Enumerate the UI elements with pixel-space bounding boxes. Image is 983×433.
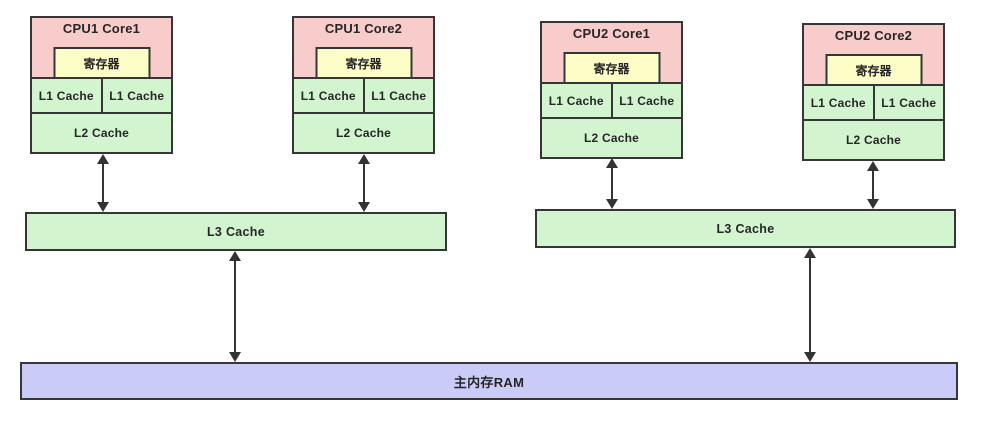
- core-block-cpu2-core1: CPU2 Core1 寄存器 L1 Cache L1 Cache L2 Cach…: [540, 21, 683, 159]
- core-header: CPU1 Core1 寄存器: [32, 18, 171, 79]
- core-block-cpu1-core1: CPU1 Core1 寄存器 L1 Cache L1 Cache L2 Cach…: [30, 16, 173, 154]
- core-title: CPU1 Core2: [324, 21, 403, 36]
- l3-cache-cpu2: L3 Cache: [535, 209, 956, 248]
- register-box: 寄存器: [315, 47, 412, 79]
- l2-cache: L2 Cache: [542, 117, 681, 157]
- core-header: CPU1 Core2 寄存器: [294, 18, 433, 79]
- l2-cache: L2 Cache: [32, 112, 171, 152]
- core-title: CPU2 Core1: [572, 26, 651, 41]
- register-box: 寄存器: [563, 52, 660, 84]
- l1-cache-right: L1 Cache: [100, 79, 172, 112]
- double-arrow-icon-l3cpu1-to-ram: [229, 251, 241, 362]
- register-box: 寄存器: [825, 54, 922, 86]
- l1-cache-right: L1 Cache: [872, 86, 944, 119]
- core-block-cpu1-core2: CPU1 Core2 寄存器 L1 Cache L1 Cache L2 Cach…: [292, 16, 435, 154]
- l1-cache-left: L1 Cache: [38, 88, 94, 103]
- core-title: CPU2 Core2: [834, 28, 913, 43]
- l1-cache-right: L1 Cache: [362, 79, 434, 112]
- core-title: CPU1 Core1: [62, 21, 141, 36]
- core-header: CPU2 Core1 寄存器: [542, 23, 681, 84]
- l1-cache-left: L1 Cache: [548, 93, 604, 108]
- l2-cache: L2 Cache: [294, 112, 433, 152]
- double-arrow-icon-l2-to-l3-cpu2core2: [867, 161, 879, 209]
- l1-cache-row: L1 Cache L1 Cache: [804, 84, 943, 119]
- l1-cache-right: L1 Cache: [610, 84, 682, 117]
- double-arrow-icon-l2-to-l3-cpu2core1: [606, 158, 618, 209]
- l1-cache-left: L1 Cache: [810, 95, 866, 110]
- double-arrow-icon-l3cpu2-to-ram: [804, 248, 816, 362]
- core-block-cpu2-core2: CPU2 Core2 寄存器 L1 Cache L1 Cache L2 Cach…: [802, 23, 945, 161]
- l2-cache: L2 Cache: [804, 119, 943, 159]
- double-arrow-icon-l2-to-l3-cpu1core1: [97, 154, 109, 212]
- l1-cache-row: L1 Cache L1 Cache: [542, 82, 681, 117]
- l3-cache-cpu1: L3 Cache: [25, 212, 447, 251]
- l1-cache-row: L1 Cache L1 Cache: [294, 77, 433, 112]
- double-arrow-icon-l2-to-l3-cpu1core2: [358, 154, 370, 212]
- main-memory-ram: 主内存RAM: [20, 362, 958, 400]
- l1-cache-row: L1 Cache L1 Cache: [32, 77, 171, 112]
- core-header: CPU2 Core2 寄存器: [804, 25, 943, 86]
- l1-cache-left: L1 Cache: [300, 88, 356, 103]
- register-box: 寄存器: [53, 47, 150, 79]
